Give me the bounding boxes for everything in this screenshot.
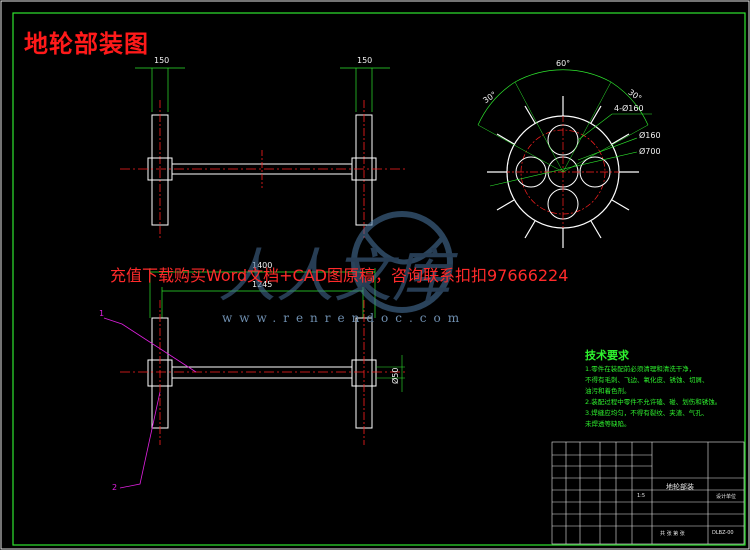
callout-1: 1 xyxy=(99,309,104,318)
tb-sheet: 共 张 第 张 xyxy=(660,531,685,537)
requirement-line: 3.焊缝应均匀，不得有裂纹、夹渣、气孔、 xyxy=(585,409,709,417)
requirement-line: 2.装配过程中零件不允许磕、碰、划伤和锈蚀。 xyxy=(585,398,722,406)
dim-4-holes: 4-Ø160 xyxy=(614,103,644,113)
requirement-line: 1.零件在装配前必须清理和清洗干净， xyxy=(585,365,696,373)
dim-outer-700: Ø700 xyxy=(639,146,661,156)
dim-angle-30-left: 30° xyxy=(481,90,498,106)
dim-angle-30-right: 30° xyxy=(626,88,643,104)
dim-top-left-150: 150 xyxy=(154,56,169,65)
dim-inner-1245: 1245 xyxy=(252,280,272,289)
dim-overall-1400: 1400 xyxy=(252,261,272,270)
tb-scale: 1:5 xyxy=(637,493,646,499)
tb-drawing-no: DLBZ-00 xyxy=(712,530,734,536)
watermark-logo: 人人文库 xyxy=(218,211,458,313)
requirement-line: 未焊透等缺陷。 xyxy=(585,420,631,428)
dim-shaft-50: Ø50 xyxy=(390,368,400,384)
tb-drawing-name: 地轮部装 xyxy=(666,483,694,491)
tb-org: 设计单位 xyxy=(716,494,737,500)
requirement-line: 油污和着色剂。 xyxy=(585,387,631,395)
dim-center-160: Ø160 xyxy=(639,130,661,140)
requirements-title: 技术要求 xyxy=(585,349,629,362)
dim-angle-60: 60° xyxy=(556,59,570,68)
drawing-title: 地轮部装图 xyxy=(24,30,149,58)
dim-top-right-150: 150 xyxy=(357,56,372,65)
wheel-side-view: 60° 30° 30° 4-Ø160 Ø160 Ø700 xyxy=(477,59,661,248)
watermark-site: www.renrendoc.com xyxy=(222,311,467,325)
requirement-line: 不得有毛刺、飞边、氧化皮、锈蚀、切屑、 xyxy=(585,376,709,384)
inner-frame xyxy=(12,12,746,546)
top-front-view: 150 150 xyxy=(120,56,405,240)
callout-2: 2 xyxy=(112,483,117,492)
bottom-assembly-view: 1400 1245 Ø50 1 2 xyxy=(99,261,405,492)
title-block xyxy=(551,441,745,545)
promo-text: 充值下载购买Word文档+CAD图原稿，咨询联系扣扣97666224 xyxy=(110,266,569,285)
watermark-logo-text: 人人文库 xyxy=(218,242,458,310)
